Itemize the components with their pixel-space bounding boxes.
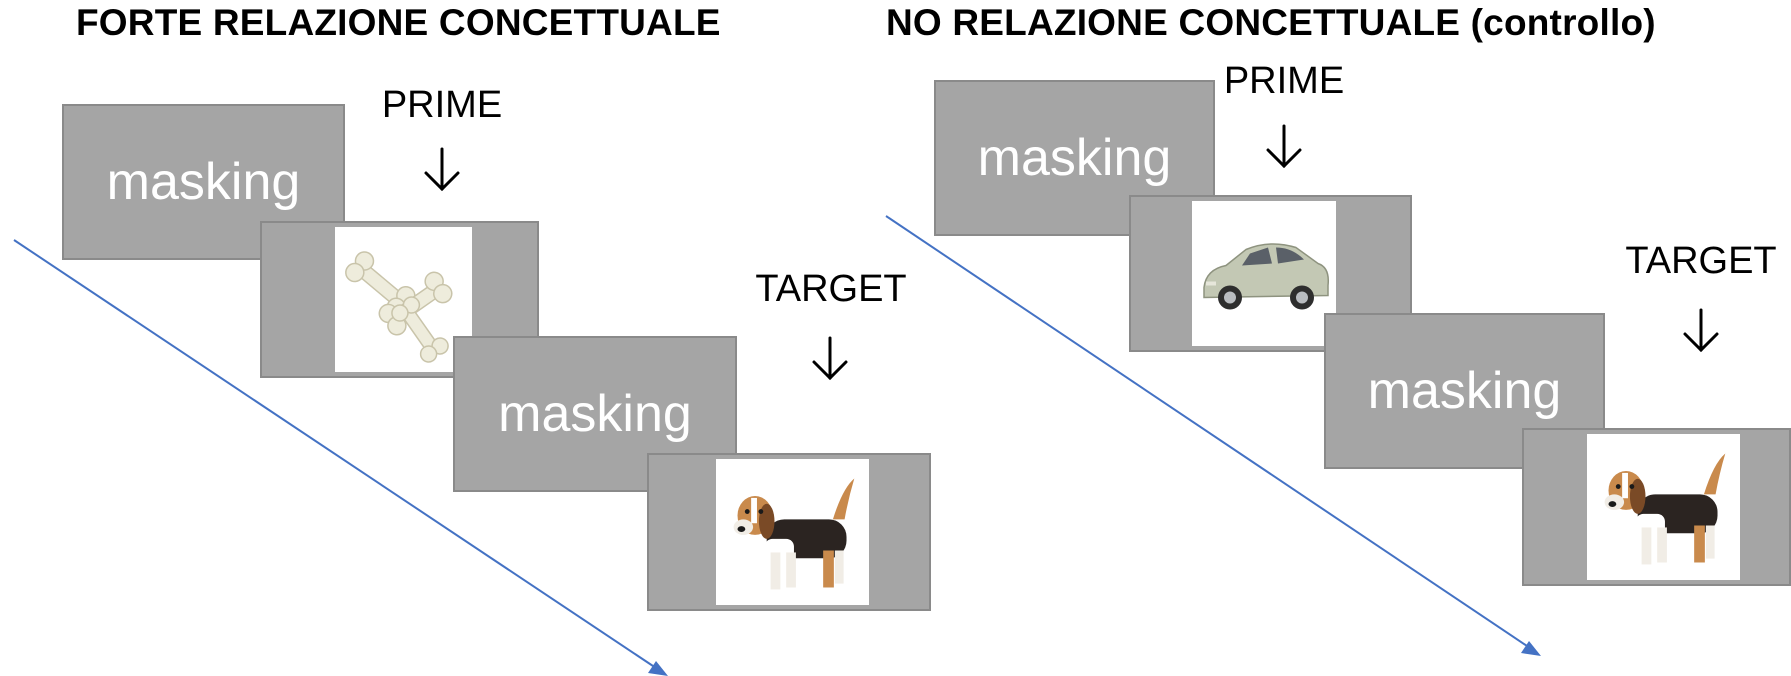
panel-control: NO RELAZIONE CONCETTUALE (controllo) mas… — [876, 0, 1791, 676]
panel-strong-relation: FORTE RELAZIONE CONCETTUALE masking — [13, 2, 931, 676]
bones-icon — [345, 251, 453, 363]
prime-frame — [260, 221, 539, 378]
down-arrow-icon — [420, 145, 464, 193]
target-label: TARGET — [1625, 240, 1777, 282]
prime-label: PRIME — [1223, 60, 1345, 102]
mask-label: masking — [1367, 362, 1562, 420]
target-image-beagle — [716, 459, 869, 605]
down-arrow-icon — [1262, 122, 1306, 170]
down-arrow-icon — [808, 334, 852, 382]
mask-frame-1: masking — [62, 104, 345, 260]
target-label: TARGET — [755, 268, 907, 310]
panel-title: NO RELAZIONE CONCETTUALE (controllo) — [886, 2, 1656, 43]
mask-label: masking — [106, 153, 301, 211]
time-arrow-left — [13, 239, 668, 676]
car-icon — [1203, 243, 1330, 310]
target-frame — [1522, 428, 1791, 586]
time-arrow-right — [885, 215, 1541, 656]
panel-title: FORTE RELAZIONE CONCETTUALE — [76, 2, 721, 43]
dog-icon — [1604, 453, 1726, 565]
mask-label: masking — [498, 385, 692, 443]
target-image-beagle — [1587, 434, 1740, 580]
mask-label: masking — [977, 129, 1172, 187]
prime-image-bones — [335, 227, 472, 372]
dog-icon — [733, 478, 855, 590]
down-arrow-icon — [1679, 306, 1723, 354]
prime-image-car — [1192, 201, 1336, 346]
prime-label: PRIME — [381, 84, 503, 126]
target-frame — [647, 453, 931, 611]
